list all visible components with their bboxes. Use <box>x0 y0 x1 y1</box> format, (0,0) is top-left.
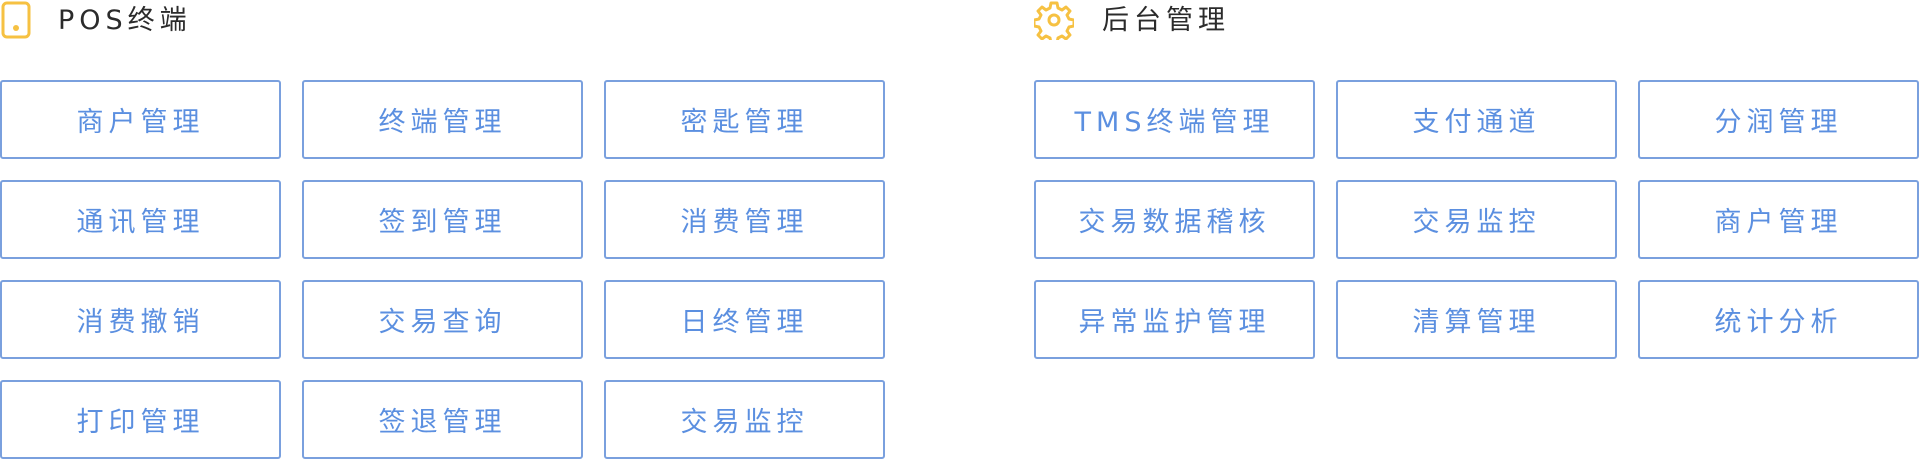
admin-function-grid: TMS终端管理支付通道分润管理交易数据稽核交易监控商户管理异常监护管理清算管理统… <box>1034 80 1919 359</box>
pos-function-button[interactable]: 通讯管理 <box>0 180 281 259</box>
admin-function-button[interactable]: TMS终端管理 <box>1034 80 1315 159</box>
admin-function-button[interactable]: 清算管理 <box>1336 280 1617 359</box>
pos-function-button[interactable]: 消费管理 <box>604 180 885 259</box>
pos-function-button[interactable]: 商户管理 <box>0 80 281 159</box>
admin-function-button[interactable]: 异常监护管理 <box>1034 280 1315 359</box>
pos-function-button[interactable]: 打印管理 <box>0 380 281 459</box>
pos-function-button[interactable]: 交易查询 <box>302 280 583 359</box>
pos-function-button[interactable]: 交易监控 <box>604 380 885 459</box>
pos-function-button[interactable]: 签退管理 <box>302 380 583 459</box>
pos-function-button[interactable]: 终端管理 <box>302 80 583 159</box>
pos-panel-header: POS终端 <box>0 0 700 42</box>
pos-function-button[interactable]: 密匙管理 <box>604 80 885 159</box>
admin-function-button[interactable]: 分润管理 <box>1638 80 1919 159</box>
admin-function-button[interactable]: 商户管理 <box>1638 180 1919 259</box>
admin-function-button[interactable]: 交易监控 <box>1336 180 1617 259</box>
pos-function-button[interactable]: 签到管理 <box>302 180 583 259</box>
pos-function-grid: 商户管理终端管理密匙管理通讯管理签到管理消费管理消费撤销交易查询日终管理打印管理… <box>0 80 885 459</box>
admin-function-button[interactable]: 交易数据稽核 <box>1034 180 1315 259</box>
admin-function-button[interactable]: 统计分析 <box>1638 280 1919 359</box>
admin-panel-title: 后台管理 <box>1102 5 1230 36</box>
pos-function-button[interactable]: 日终管理 <box>604 280 885 359</box>
pos-function-button[interactable]: 消费撤销 <box>0 280 281 359</box>
admin-function-button[interactable]: 支付通道 <box>1336 80 1617 159</box>
tablet-icon <box>0 0 36 40</box>
pos-panel-title: POS终端 <box>58 5 192 36</box>
admin-panel-header: 后台管理 <box>1032 0 1734 45</box>
gear-icon <box>1032 0 1076 45</box>
